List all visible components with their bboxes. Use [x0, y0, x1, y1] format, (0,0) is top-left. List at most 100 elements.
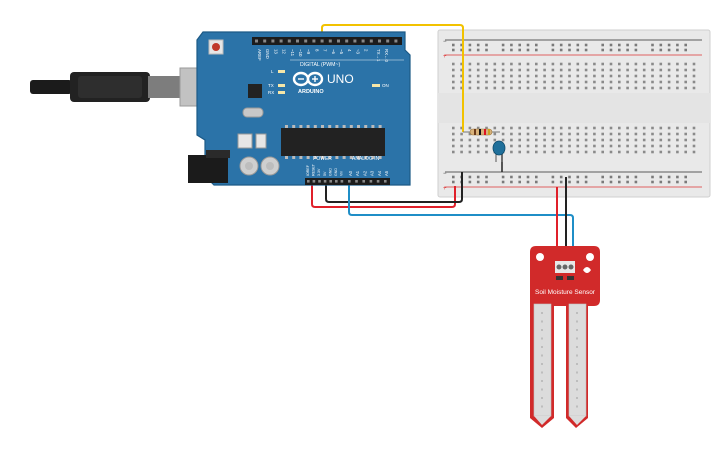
rail-hole[interactable]: [535, 175, 538, 179]
terminal-hole[interactable]: [634, 86, 638, 90]
terminal-hole[interactable]: [676, 86, 679, 90]
terminal-hole[interactable]: [535, 132, 538, 136]
terminal-hole[interactable]: [634, 74, 638, 78]
terminal-hole[interactable]: [526, 68, 530, 72]
terminal-hole[interactable]: [535, 126, 538, 130]
terminal-hole[interactable]: [676, 126, 679, 130]
terminal-hole[interactable]: [535, 144, 538, 148]
terminal-hole[interactable]: [526, 150, 530, 154]
terminal-hole[interactable]: [468, 132, 472, 136]
analog-header-pin[interactable]: [376, 180, 380, 183]
rail-hole[interactable]: [501, 180, 505, 184]
terminal-hole[interactable]: [667, 144, 671, 148]
rail-hole[interactable]: [609, 175, 613, 179]
terminal-hole[interactable]: [584, 62, 588, 66]
terminal-hole[interactable]: [551, 150, 555, 154]
terminal-hole[interactable]: [684, 126, 687, 130]
terminal-hole[interactable]: [676, 80, 679, 84]
terminal-hole[interactable]: [634, 150, 638, 154]
terminal-hole[interactable]: [568, 126, 571, 130]
terminal-hole[interactable]: [452, 150, 455, 154]
rail-hole[interactable]: [568, 48, 571, 52]
terminal-hole[interactable]: [584, 126, 588, 130]
header-pin[interactable]: [296, 39, 299, 43]
terminal-hole[interactable]: [584, 150, 588, 154]
terminal-hole[interactable]: [609, 138, 613, 142]
terminal-hole[interactable]: [568, 150, 571, 154]
rail-hole[interactable]: [476, 175, 480, 179]
terminal-hole[interactable]: [543, 80, 546, 84]
terminal-hole[interactable]: [460, 138, 463, 142]
rail-hole[interactable]: [676, 175, 679, 179]
rail-hole[interactable]: [576, 48, 580, 52]
terminal-hole[interactable]: [642, 150, 646, 154]
terminal-hole[interactable]: [667, 68, 671, 72]
terminal-hole[interactable]: [535, 138, 538, 142]
terminal-hole[interactable]: [460, 80, 463, 84]
header-pin[interactable]: [255, 39, 258, 43]
terminal-hole[interactable]: [593, 138, 596, 142]
terminal-hole[interactable]: [543, 74, 546, 78]
terminal-hole[interactable]: [659, 132, 663, 136]
terminal-hole[interactable]: [518, 150, 521, 154]
terminal-hole[interactable]: [634, 68, 638, 72]
rail-hole[interactable]: [576, 175, 580, 179]
terminal-hole[interactable]: [551, 80, 555, 84]
rail-hole[interactable]: [634, 48, 638, 52]
terminal-hole[interactable]: [559, 138, 563, 142]
terminal-hole[interactable]: [568, 144, 571, 148]
terminal-hole[interactable]: [493, 62, 497, 66]
terminal-hole[interactable]: [576, 150, 580, 154]
terminal-hole[interactable]: [692, 68, 696, 72]
terminal-hole[interactable]: [526, 138, 530, 142]
terminal-hole[interactable]: [618, 150, 621, 154]
capacitor-icon[interactable]: [492, 140, 506, 162]
terminal-hole[interactable]: [468, 144, 472, 148]
rail-hole[interactable]: [684, 180, 687, 184]
rail-hole[interactable]: [526, 43, 530, 47]
terminal-hole[interactable]: [543, 86, 546, 90]
terminal-hole[interactable]: [526, 62, 530, 66]
terminal-hole[interactable]: [485, 80, 488, 84]
terminal-hole[interactable]: [651, 150, 654, 154]
rail-hole[interactable]: [476, 43, 480, 47]
power-header-pin[interactable]: [323, 180, 327, 183]
terminal-hole[interactable]: [684, 62, 687, 66]
rail-hole[interactable]: [460, 48, 463, 52]
rail-hole[interactable]: [659, 180, 663, 184]
rail-hole[interactable]: [576, 43, 580, 47]
terminal-hole[interactable]: [501, 80, 505, 84]
terminal-hole[interactable]: [667, 132, 671, 136]
terminal-hole[interactable]: [526, 86, 530, 90]
header-pin[interactable]: [263, 39, 267, 43]
terminal-hole[interactable]: [676, 138, 679, 142]
rail-hole[interactable]: [518, 180, 521, 184]
terminal-hole[interactable]: [618, 62, 621, 66]
terminal-hole[interactable]: [584, 68, 588, 72]
terminal-hole[interactable]: [468, 62, 472, 66]
header-pin[interactable]: [337, 39, 340, 43]
terminal-hole[interactable]: [518, 144, 521, 148]
rail-hole[interactable]: [667, 175, 671, 179]
rail-hole[interactable]: [601, 48, 604, 52]
rail-hole[interactable]: [676, 43, 679, 47]
terminal-hole[interactable]: [626, 68, 629, 72]
terminal-hole[interactable]: [485, 144, 488, 148]
terminal-hole[interactable]: [543, 150, 546, 154]
terminal-hole[interactable]: [593, 80, 596, 84]
terminal-hole[interactable]: [676, 68, 679, 72]
terminal-hole[interactable]: [476, 144, 480, 148]
rail-hole[interactable]: [559, 43, 563, 47]
terminal-hole[interactable]: [559, 62, 563, 66]
terminal-hole[interactable]: [667, 126, 671, 130]
terminal-hole[interactable]: [618, 80, 621, 84]
rail-hole[interactable]: [526, 180, 530, 184]
terminal-hole[interactable]: [460, 68, 463, 72]
terminal-hole[interactable]: [452, 138, 455, 142]
terminal-hole[interactable]: [452, 132, 455, 136]
rail-hole[interactable]: [476, 48, 480, 52]
rail-hole[interactable]: [452, 43, 455, 47]
terminal-hole[interactable]: [576, 126, 580, 130]
rail-hole[interactable]: [510, 43, 513, 47]
terminal-hole[interactable]: [618, 86, 621, 90]
